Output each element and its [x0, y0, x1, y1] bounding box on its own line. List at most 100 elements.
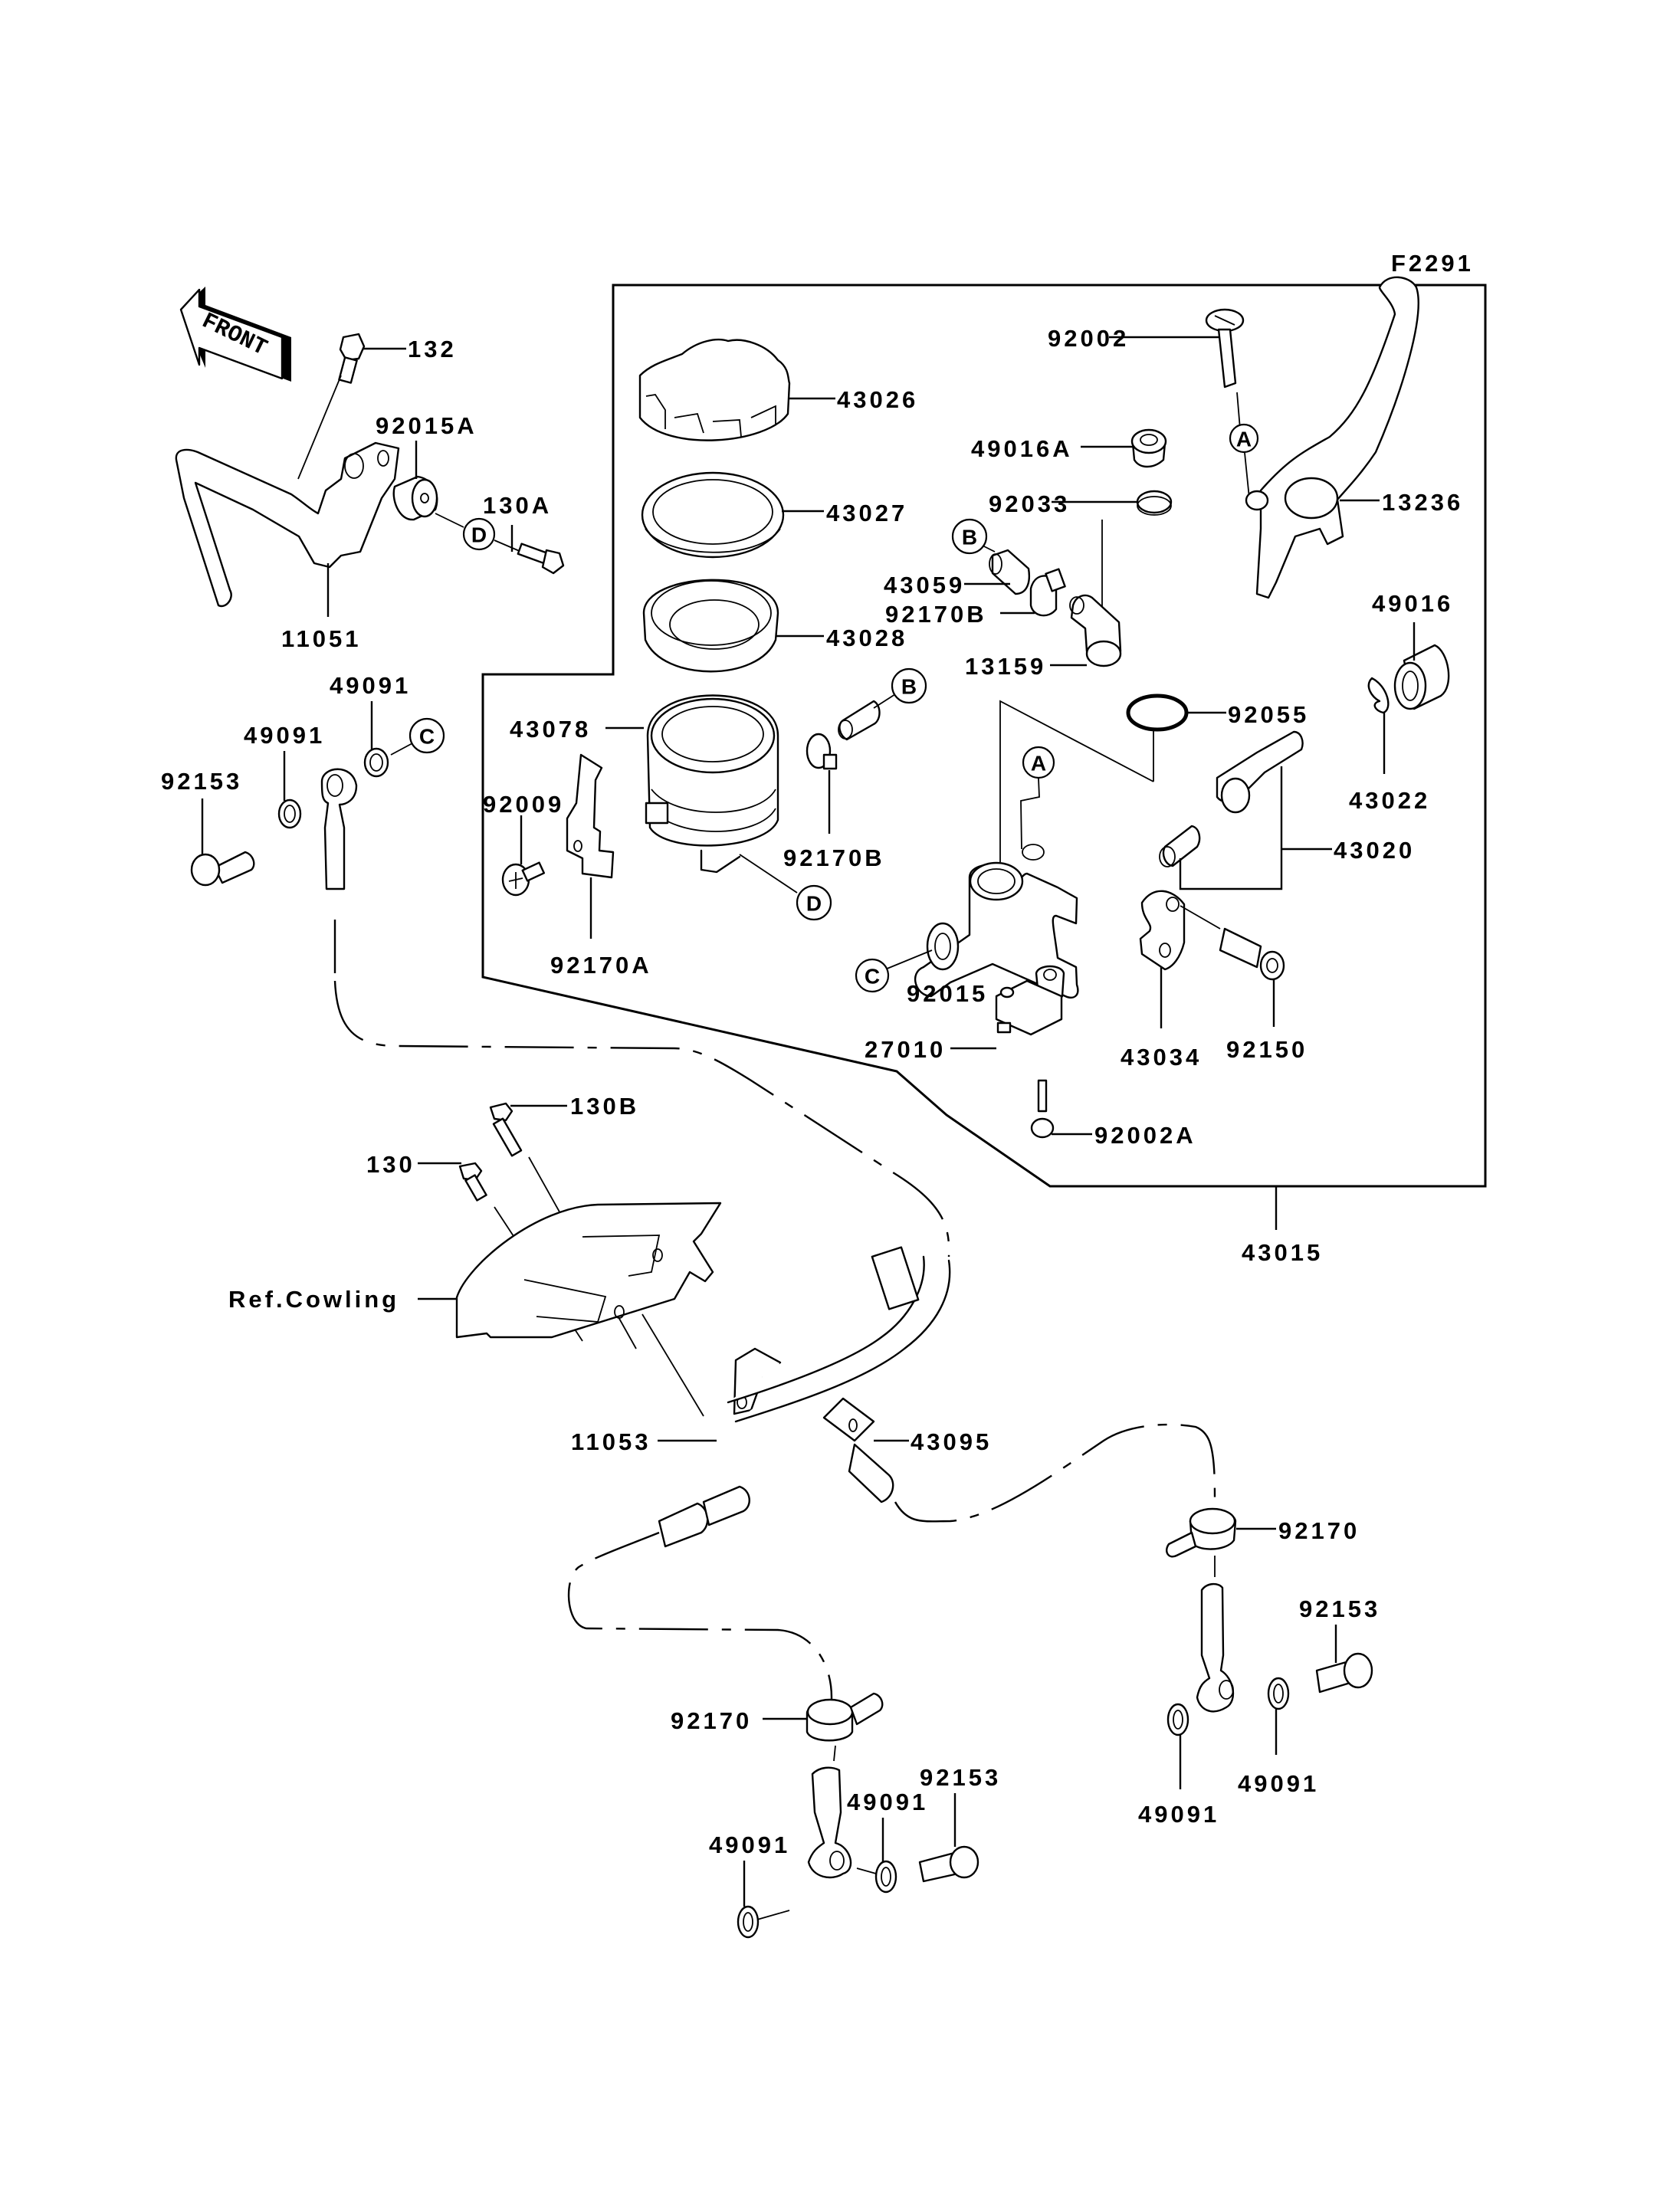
label-49016[interactable]: 49016 — [1372, 590, 1453, 617]
washer-49091-b2-icon — [856, 1860, 897, 1894]
label-11051[interactable]: 11051 — [281, 625, 362, 652]
collar-92015A-icon — [392, 475, 438, 521]
label-92033[interactable]: 92033 — [989, 490, 1070, 517]
brake-hose-left-icon — [567, 1531, 833, 1720]
label-43095[interactable]: 43095 — [911, 1428, 992, 1455]
ref-marker-A-2: A — [1020, 746, 1055, 850]
svg-text:D: D — [806, 892, 822, 916]
svg-text:D: D — [471, 523, 487, 547]
label-43034[interactable]: 43034 — [1121, 1044, 1202, 1071]
hose-43059-icon — [989, 549, 1030, 595]
screw-92002A-icon — [1030, 1079, 1055, 1139]
bolt-130A-icon — [517, 543, 565, 575]
bolt-92150-icon — [1180, 905, 1285, 981]
banjo-92170-right-icon — [1166, 1507, 1237, 1558]
label-49091-b2[interactable]: 49091 — [847, 1789, 928, 1815]
label-92170-right[interactable]: 92170 — [1278, 1517, 1360, 1544]
washer-49091-r1-icon — [1166, 1703, 1189, 1736]
bolt-130B-icon — [489, 1102, 523, 1157]
circlip-43022-icon — [1367, 677, 1390, 714]
label-92170B-1[interactable]: 92170B — [885, 601, 987, 628]
ref-marker-C-2: C — [855, 949, 933, 993]
label-11053[interactable]: 11053 — [571, 1428, 651, 1455]
label-43026[interactable]: 43026 — [837, 386, 918, 413]
clamp-92170A-icon — [566, 753, 615, 879]
bolt-92153-b-icon — [918, 1845, 979, 1883]
banjo-fitting-bottom-icon — [807, 1766, 852, 1879]
brake-hose-right-icon — [894, 1423, 1216, 1523]
svg-text:C: C — [865, 965, 880, 989]
label-92153-b[interactable]: 92153 — [920, 1764, 1001, 1791]
label-13159[interactable]: 13159 — [965, 653, 1046, 680]
svg-text:C: C — [419, 725, 435, 749]
svg-text:B: B — [901, 675, 917, 699]
label-130B[interactable]: 130B — [570, 1093, 639, 1120]
label-92009[interactable]: 92009 — [483, 791, 564, 818]
label-49016A[interactable]: 49016A — [971, 435, 1073, 462]
ref-marker-B-2: B — [873, 667, 927, 709]
assembly-frame — [481, 284, 1487, 1188]
label-92002[interactable]: 92002 — [1048, 325, 1129, 352]
ref-cowling-label: Ref.Cowling — [228, 1286, 399, 1313]
clip-92170B-2-icon — [806, 733, 838, 770]
washer-49091-tl1-icon — [277, 798, 302, 829]
brake-hose-upper-icon — [333, 980, 950, 1258]
label-92153-tl[interactable]: 92153 — [161, 768, 242, 795]
label-92015[interactable]: 92015 — [907, 980, 988, 1007]
ref-marker-D-1: D — [435, 513, 522, 553]
master-cylinder-body-icon — [914, 844, 1079, 999]
label-92170A[interactable]: 92170A — [550, 952, 652, 979]
cap-43026-icon — [638, 338, 791, 441]
banjo-fitting-tl-icon — [320, 768, 358, 890]
label-92015A[interactable]: 92015A — [376, 412, 477, 439]
plug-49016A-icon — [1130, 428, 1167, 468]
switch-27010-icon — [995, 979, 1063, 1036]
label-130A[interactable]: 130A — [483, 492, 552, 519]
label-43015[interactable]: 43015 — [1242, 1239, 1323, 1266]
label-43078[interactable]: 43078 — [510, 716, 591, 743]
svg-text:A: A — [1236, 428, 1252, 451]
bolt-132-icon — [338, 333, 366, 384]
label-13236[interactable]: 13236 — [1382, 489, 1463, 516]
label-49091-r1[interactable]: 49091 — [1138, 1801, 1219, 1828]
label-49091-b1[interactable]: 49091 — [709, 1831, 790, 1858]
label-43059[interactable]: 43059 — [884, 572, 965, 598]
label-92002A[interactable]: 92002A — [1094, 1122, 1196, 1149]
label-43027[interactable]: 43027 — [826, 500, 907, 526]
banjo-92170-bottom-icon — [806, 1692, 884, 1742]
hose-joint-43095-icon — [658, 1246, 951, 1548]
washer-49091-b1-icon — [737, 1905, 790, 1939]
label-49091-r2[interactable]: 49091 — [1238, 1770, 1319, 1797]
label-92150[interactable]: 92150 — [1226, 1036, 1308, 1063]
washer-49091-tl2-icon — [363, 747, 389, 778]
label-92170B-2[interactable]: 92170B — [783, 844, 885, 871]
diaphragm-plate-43027-icon — [641, 471, 785, 559]
bracket-11051-icon — [175, 441, 400, 608]
label-49091-tl1[interactable]: 49091 — [244, 722, 325, 749]
label-43020[interactable]: 43020 — [1334, 837, 1415, 864]
hose-end-B-icon — [838, 700, 881, 741]
front-arrow-icon: FRONT — [179, 287, 291, 382]
svg-text:B: B — [962, 526, 977, 549]
label-92153-r[interactable]: 92153 — [1299, 1595, 1380, 1622]
ref-marker-B-1: B — [951, 518, 996, 555]
ref-marker-C-1: C — [390, 717, 445, 756]
label-27010[interactable]: 27010 — [865, 1036, 946, 1063]
bolt-130-icon — [458, 1162, 487, 1202]
bolt-92153-tl-icon — [190, 851, 255, 887]
label-92055[interactable]: 92055 — [1228, 701, 1309, 728]
screw-92009-icon — [501, 861, 546, 897]
ref-marker-D-2: D — [796, 884, 832, 921]
label-49091-tl2[interactable]: 49091 — [330, 672, 411, 699]
label-92170-bottom[interactable]: 92170 — [671, 1707, 752, 1734]
label-43028[interactable]: 43028 — [826, 625, 907, 651]
lever-13236-icon — [1245, 276, 1419, 599]
reservoir-43078-icon — [645, 694, 779, 874]
label-130[interactable]: 130 — [366, 1151, 415, 1178]
svg-text:A: A — [1031, 752, 1046, 776]
pivot-bolt-92002-icon — [1205, 308, 1245, 389]
label-43022[interactable]: 43022 — [1349, 787, 1430, 814]
clip-92170B-1-icon — [1029, 568, 1066, 617]
label-132[interactable]: 132 — [408, 336, 457, 362]
